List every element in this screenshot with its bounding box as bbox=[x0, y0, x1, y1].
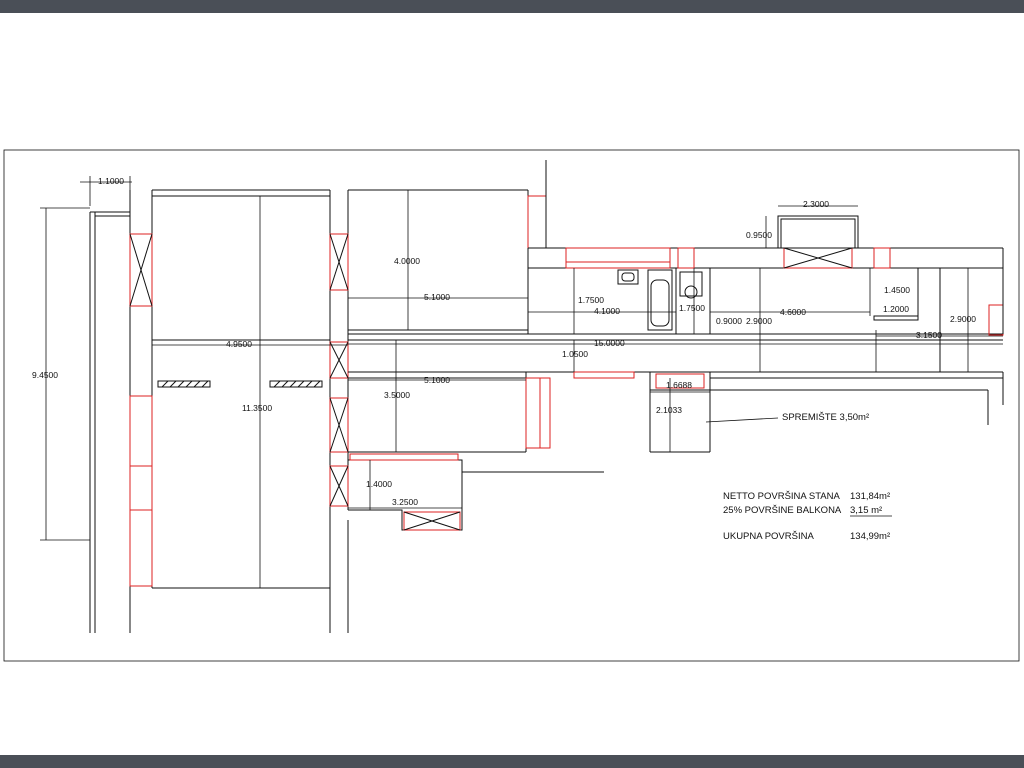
dim-5-1000-bottom: 5.1000 bbox=[424, 375, 450, 385]
dim-4-0000: 4.0000 bbox=[394, 256, 420, 266]
living-room bbox=[152, 189, 331, 589]
balcony-area-label: 25% POVRŠINE BALKONA bbox=[723, 505, 842, 516]
dim-11-3500: 11.3500 bbox=[242, 403, 272, 413]
dim-5-1000-top: 5.1000 bbox=[424, 292, 450, 302]
area-summary: NETTO POVRŠINA STANA 131,84m² 25% POVRŠI… bbox=[723, 491, 892, 542]
dim-2-1033: 2.1033 bbox=[656, 405, 682, 415]
top-balcony bbox=[777, 215, 859, 249]
left-window bbox=[129, 233, 153, 587]
dim-4-6000: 4.6000 bbox=[780, 307, 806, 317]
top-bar bbox=[0, 0, 1024, 13]
net-area-label: NETTO POVRŠINA STANA bbox=[723, 491, 841, 502]
net-area-value: 131,84m² bbox=[850, 491, 890, 502]
total-area-label: UKUPNA POVRŠINA bbox=[723, 531, 814, 542]
dim-1-2000: 1.2000 bbox=[883, 304, 909, 314]
dim-2-9000-a: 2.9000 bbox=[746, 316, 772, 326]
dim-1-7500-a: 1.7500 bbox=[578, 295, 604, 305]
dim-1-1000: 1.1000 bbox=[98, 176, 124, 186]
dim-1-4000: 1.4000 bbox=[366, 479, 392, 489]
lower-rooms bbox=[347, 371, 1004, 633]
storage-label: SPREMIŠTE 3,50m² bbox=[782, 412, 869, 423]
dim-0-9500: 0.9500 bbox=[746, 230, 772, 240]
dim-15-0000: 15.0000 bbox=[594, 338, 625, 348]
dim-2-3000: 2.3000 bbox=[803, 199, 829, 209]
left-balcony bbox=[89, 190, 153, 633]
corridor bbox=[348, 333, 1003, 379]
dimension-labels: 1.1000 9.4500 4.9500 11.3500 4.0000 5.10… bbox=[32, 176, 976, 507]
dim-3-2500: 3.2500 bbox=[392, 497, 418, 507]
dim-0-9000: 0.9000 bbox=[716, 316, 742, 326]
dim-1-0500: 1.0500 bbox=[562, 349, 588, 359]
dim-2-9000-b: 2.9000 bbox=[950, 314, 976, 324]
dim-1-7500-b: 1.7500 bbox=[679, 303, 705, 313]
bottom-bar bbox=[0, 755, 1024, 768]
dim-1-4500: 1.4500 bbox=[884, 285, 910, 295]
dim-4-9500: 4.9500 bbox=[226, 339, 252, 349]
balcony-area-value: 3,15 m² bbox=[850, 505, 882, 516]
wet-rooms bbox=[527, 247, 1004, 372]
dim-1-6688: 1.6688 bbox=[666, 380, 692, 390]
dim-4-1000: 4.1000 bbox=[594, 306, 620, 316]
total-area-value: 134,99m² bbox=[850, 531, 890, 542]
dimension-lines bbox=[40, 176, 1003, 588]
center-windows bbox=[329, 190, 349, 633]
dim-3-5000: 3.5000 bbox=[384, 390, 410, 400]
bedroom-top bbox=[348, 160, 547, 331]
dim-3-1500: 3.1500 bbox=[916, 330, 942, 340]
drawing-frame bbox=[3, 149, 1020, 662]
dim-9-4500: 9.4500 bbox=[32, 370, 58, 380]
